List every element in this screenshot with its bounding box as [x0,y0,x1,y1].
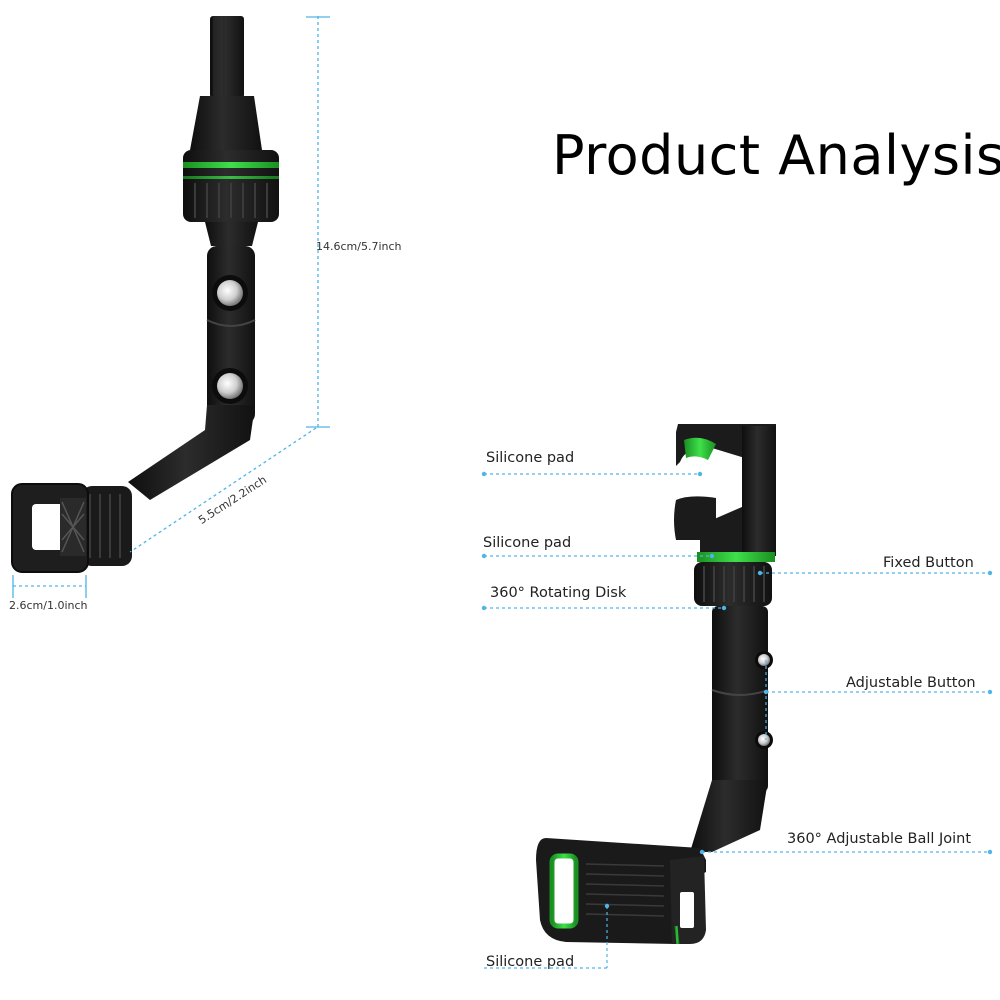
callout-silicone-pad-mid: Silicone pad [483,535,572,551]
callout-lines [481,471,993,969]
width-dimension-label: 2.6cm/1.0inch [9,599,88,612]
height-dimension-label: 14.6cm/5.7inch [316,240,402,253]
green-ring [697,552,775,562]
page-title: Product Analysis [552,124,1000,187]
callout-rotating-disk: 360° Rotating Disk [490,585,627,601]
callout-silicone-pad-bottom: Silicone pad [486,954,575,970]
callout-silicone-pad-top: Silicone pad [486,450,575,466]
right-holder-view [536,424,776,945]
green-ring [183,162,279,168]
callout-ball-joint: 360° Adjustable Ball Joint [787,831,972,847]
dimension-guides [12,16,330,598]
callout-adjustable-button: Adjustable Button [846,675,976,691]
callout-fixed-button: Fixed Button [883,555,974,571]
left-holder-view [11,16,279,573]
